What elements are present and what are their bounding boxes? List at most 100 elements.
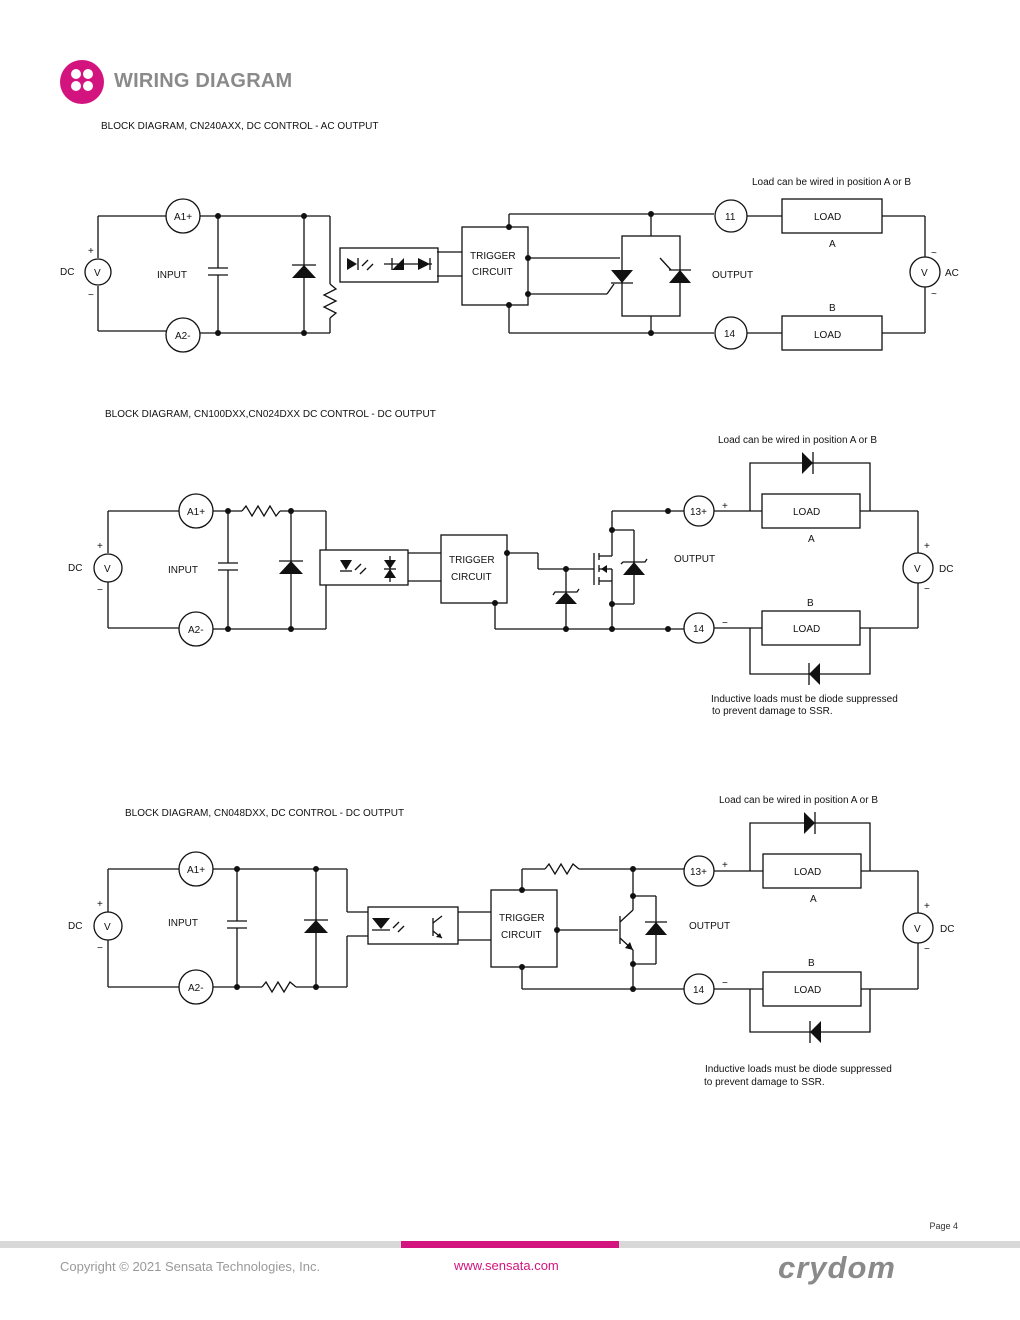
diode-icon [804, 812, 815, 834]
voltage-source-icon [902, 552, 934, 584]
diode-icon [304, 869, 328, 987]
svg-text:13+: 13+ [690, 867, 707, 878]
output-label: OUTPUT [689, 921, 730, 932]
svg-text:LOAD: LOAD [814, 330, 841, 341]
svg-text:+: + [924, 901, 930, 912]
svg-text:LOAD: LOAD [794, 985, 821, 996]
svg-text:A2-: A2- [175, 331, 191, 342]
zener-diode-icon [552, 569, 580, 629]
svg-text:+: + [88, 246, 94, 257]
transistor-icon [619, 909, 634, 951]
diode-icon [645, 921, 667, 935]
zener-diode-icon [620, 558, 648, 575]
load-a-box [762, 853, 862, 889]
voltage-source-icon [93, 553, 123, 583]
capacitor-icon [208, 216, 228, 333]
mosfet-icon [593, 511, 613, 629]
scr-icon [611, 257, 691, 284]
trigger-circuit-box [461, 226, 529, 306]
svg-text:V: V [921, 268, 928, 279]
resistor-icon [261, 980, 297, 994]
svg-text:11: 11 [725, 212, 736, 223]
brand-logo: crydom [778, 1250, 896, 1285]
svg-text:A: A [808, 534, 815, 545]
dc-output-label: DC [939, 564, 953, 575]
svg-text:A1+: A1+ [187, 507, 205, 518]
svg-text:14: 14 [693, 624, 705, 635]
trigger-circuit-box [490, 889, 558, 968]
warning-line-2: to prevent damage to SSR. [712, 706, 833, 717]
diode-icon [810, 1021, 821, 1043]
capacitor-icon [227, 869, 247, 987]
voltage-source-icon [909, 256, 941, 288]
svg-text:V: V [914, 924, 921, 935]
dc-output-label: DC [940, 924, 954, 935]
svg-text:V: V [104, 564, 111, 575]
load-b-box [781, 315, 883, 351]
svg-text:+: + [97, 541, 103, 552]
warning-line-2: to prevent damage to SSR. [704, 1077, 825, 1088]
terminal-a2 [165, 317, 201, 353]
load-position-note: Load can be wired in position A or B [719, 795, 878, 806]
svg-text:A1+: A1+ [174, 212, 192, 223]
footer-accent-bar [401, 1241, 619, 1248]
svg-text:+: + [924, 541, 930, 552]
svg-text:−: − [722, 618, 728, 629]
voltage-source-icon [902, 912, 934, 944]
svg-text:−: − [97, 585, 103, 596]
trigger-circuit-box [440, 534, 508, 604]
svg-text:LOAD: LOAD [793, 507, 820, 518]
svg-text:14: 14 [724, 329, 736, 340]
svg-text:A2-: A2- [188, 625, 204, 636]
svg-text:CIRCUIT: CIRCUIT [451, 572, 492, 583]
diagram-caption: BLOCK DIAGRAM, CN048DXX, DC CONTROL - DC… [125, 808, 405, 819]
wiring-diagram-dc-output-transistor: Load can be wired in position A or B V D… [68, 795, 954, 1088]
website-link[interactable]: www.sensata.com [454, 1258, 559, 1273]
logo-icon [60, 60, 104, 104]
optocoupler-icon [367, 906, 459, 945]
optocoupler-icon [339, 247, 439, 283]
svg-text:V: V [94, 268, 101, 279]
copyright-text: Copyright © 2021 Sensata Technologies, I… [60, 1259, 321, 1274]
resistor-icon [544, 862, 580, 876]
load-b-box [761, 610, 861, 646]
wiring-diagram-dc-output-mosfet: Load can be wired in position A or B V D… [68, 435, 953, 717]
dc-label: DC [60, 267, 74, 278]
svg-text:−: − [97, 943, 103, 954]
output-label: OUTPUT [674, 554, 715, 565]
page-title: WIRING DIAGRAM [114, 70, 293, 92]
svg-text:−: − [924, 584, 930, 595]
svg-text:TRIGGER: TRIGGER [470, 251, 516, 262]
ac-label: AC [945, 268, 959, 279]
svg-text:+: + [722, 501, 728, 512]
resistor-icon [241, 504, 281, 518]
diagram-caption: BLOCK DIAGRAM, CN240AXX, DC CONTROL - AC… [101, 121, 379, 132]
dc-label: DC [68, 563, 82, 574]
voltage-source-icon [93, 911, 123, 941]
capacitor-icon [218, 511, 238, 629]
svg-text:B: B [829, 303, 836, 314]
svg-text:−: − [722, 978, 728, 989]
svg-text:TRIGGER: TRIGGER [499, 913, 545, 924]
svg-text:CIRCUIT: CIRCUIT [472, 267, 513, 278]
svg-text:CIRCUIT: CIRCUIT [501, 930, 542, 941]
load-position-note: Load can be wired in position A or B [718, 435, 877, 446]
svg-text:13+: 13+ [690, 507, 707, 518]
diode-icon [279, 511, 303, 629]
svg-text:TRIGGER: TRIGGER [449, 555, 495, 566]
page-number: Page 4 [929, 1221, 958, 1231]
dc-label: DC [68, 921, 82, 932]
input-label: INPUT [168, 565, 198, 576]
svg-text:B: B [807, 598, 814, 609]
input-label: INPUT [168, 918, 198, 929]
svg-text:+: + [97, 899, 103, 910]
svg-text:LOAD: LOAD [794, 867, 821, 878]
svg-text:B: B [808, 958, 815, 969]
svg-text:14: 14 [693, 985, 705, 996]
diode-icon [802, 452, 813, 474]
svg-text:V: V [104, 922, 111, 933]
diode-icon [292, 216, 316, 333]
wiring-diagram-ac-output: Load can be wired in position A or B V D… [60, 177, 959, 353]
svg-text:A2-: A2- [188, 983, 204, 994]
optocoupler-icon [319, 549, 409, 586]
